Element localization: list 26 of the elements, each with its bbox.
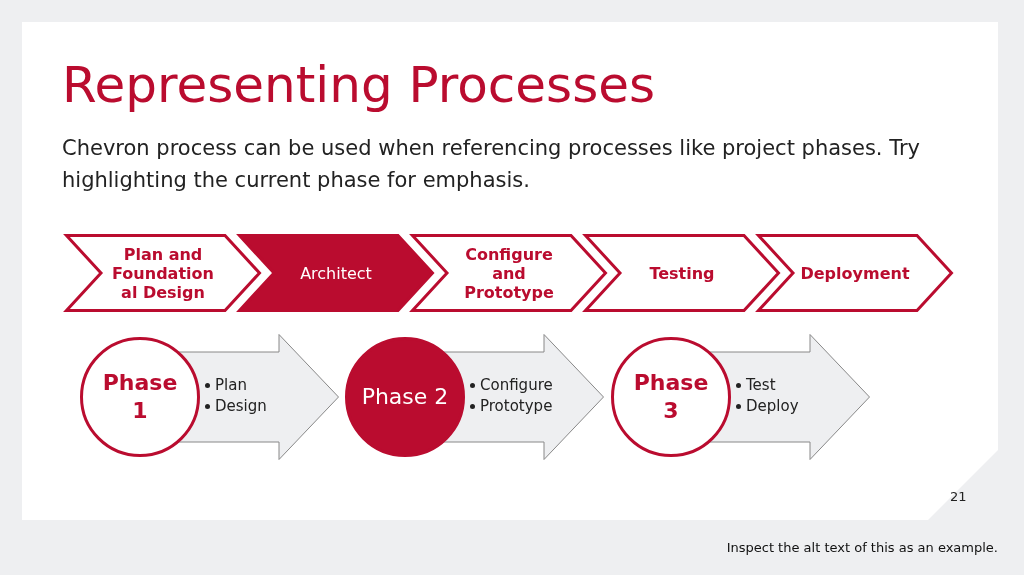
chevron-step — [411, 234, 607, 312]
step-label: Architect — [300, 263, 372, 283]
subtitle-text: Chevron process can be used when referencing processes like project phases. Try highlighting the current phase for emphasis. — [62, 135, 922, 194]
bullet-text: Deploy — [746, 397, 799, 416]
bullet-text: Design — [215, 397, 267, 416]
page-number: 21 — [950, 489, 967, 504]
phase-circle — [345, 337, 465, 457]
step-label: Testing — [649, 263, 715, 283]
bullet-text: Prototype — [480, 397, 553, 416]
step-label: Configure and Prototype — [463, 244, 555, 302]
footer-note: Inspect the alt text of this as an example. — [726, 540, 998, 555]
phase-label: Phase 2 — [361, 383, 449, 411]
phase-label: Phase 3 — [632, 369, 710, 425]
phase-circle — [80, 337, 200, 457]
bullet-text: Plan — [215, 376, 247, 395]
step-label: Plan and Foundational Design — [111, 244, 215, 302]
bullet-text: Configure — [480, 376, 553, 395]
chevron-step — [757, 234, 953, 312]
step-label: Deployment — [800, 263, 910, 283]
chevron-step — [584, 234, 780, 312]
phase-circle — [611, 337, 731, 457]
bullet-text: Test — [746, 376, 776, 395]
slide-title: Representing Processes — [62, 56, 656, 114]
chevron-step — [238, 234, 434, 312]
phase-label: Phase 1 — [101, 369, 179, 425]
chevron-step — [65, 234, 261, 312]
